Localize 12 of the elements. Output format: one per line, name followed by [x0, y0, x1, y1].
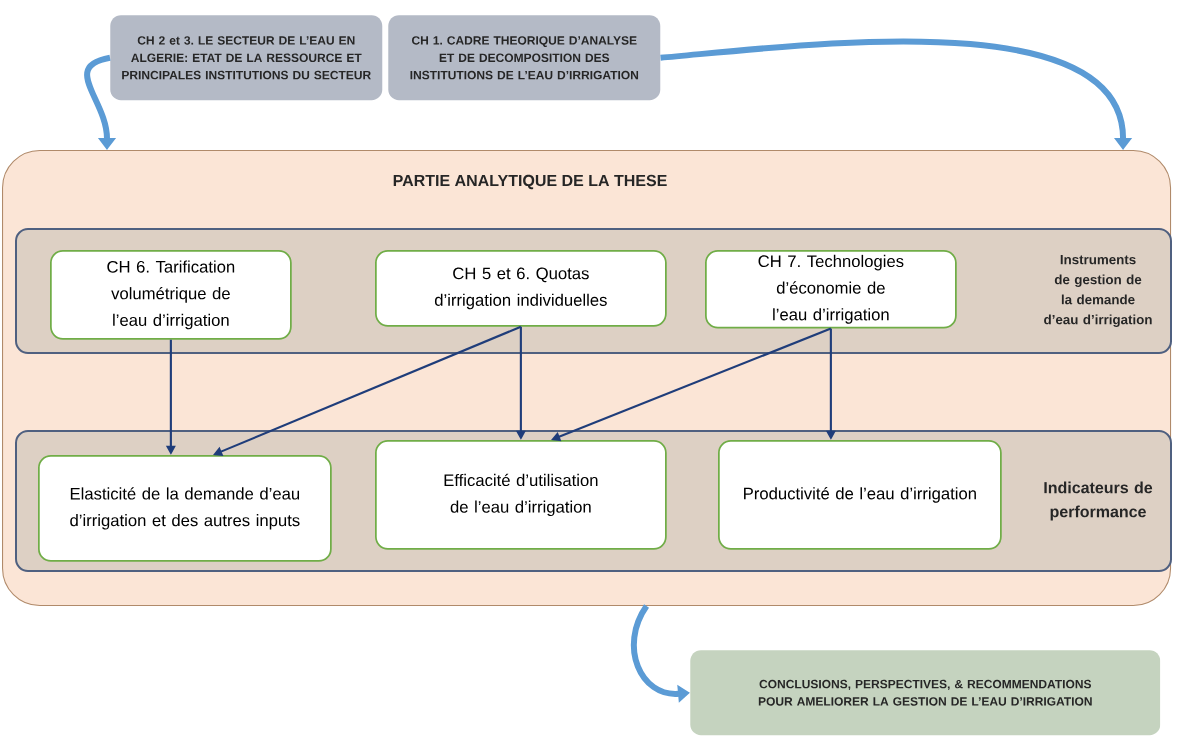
chapter-box: CH 1. CADRE THEORIQUE D’ANALYSE ET DE DECOMPOSITION DES INSTITUTIONS DE L’EAU D’IRRIGATION: [388, 15, 661, 101]
chapter-box: Efficacité d’utilisation de l’eau d’irrigation: [375, 440, 667, 550]
chapter-box: Elasticité de la demande d’eau d’irrigation et des autres inputs: [38, 455, 332, 562]
chapter-box: CH 7. Technologies d’économie de l’eau d’irrigation: [705, 250, 957, 329]
band-label: Instruments de gestion de la demande d’eau d’irrigation: [1044, 255, 1152, 327]
chapter-box: CH 5 et 6. Quotas d’irrigation individuelles: [375, 250, 667, 327]
chapter-box: CH 2 et 3. LE SECTEUR DE L’EAU EN ALGERIE: ETAT DE LA RESSOURCE ET PRINCIPALES INSTITUTIONS DU SECTEUR: [110, 15, 383, 101]
chapter-box: Productivité de l’eau d’irrigation: [718, 440, 1002, 550]
conclusion-box: CONCLUSIONS, PERSPECTIVES, & RECOMMENDATIONS POUR AMELIORER LA GESTION DE L’EAU D’IRRIGATION: [690, 650, 1161, 736]
chapter-box: CH 6. Tarification volumétrique de l’eau d’irrigation: [50, 250, 292, 340]
section-title: PARTIE ANALYTIQUE DE LA THESE: [393, 174, 667, 190]
band-label: Indicateurs de performance: [1044, 481, 1153, 521]
